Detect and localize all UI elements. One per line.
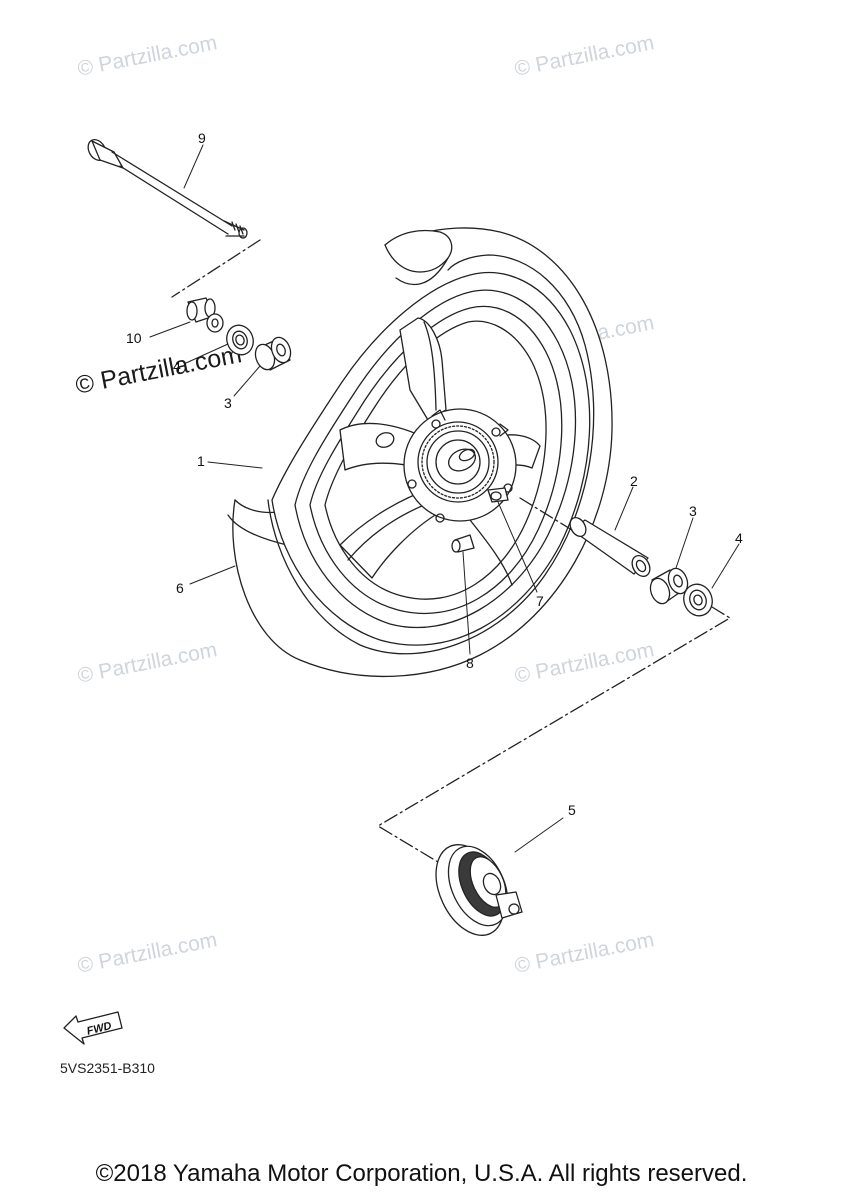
callout-labels: 1 2 3 3 4 4 5 6 7 8 9 10: [126, 130, 743, 818]
callout-8: 8: [466, 655, 474, 671]
diagram-code: 5VS2351-B310: [60, 1060, 155, 1076]
fwd-label: FWD: [86, 1020, 113, 1038]
axle-shaft-part: [87, 139, 248, 239]
spacer-collar-part: [569, 517, 651, 577]
assembly-centerline: [377, 606, 731, 863]
callout-1: 1: [197, 453, 205, 469]
right-oil-seal-part: [683, 583, 713, 617]
assembly-centerline: [171, 239, 261, 298]
speedometer-gear-unit-part: [435, 844, 523, 936]
left-oil-seal-part: [226, 324, 254, 356]
leader-lines: [149, 144, 740, 853]
valve-stem-part: [451, 534, 475, 553]
forward-arrow-icon: FWD: [63, 1011, 123, 1045]
callout-7: 7: [536, 593, 544, 609]
wheel-rim-part: [271, 271, 591, 646]
left-bearing-part: [254, 336, 292, 371]
callout-10: 10: [126, 330, 142, 346]
callout-4: 4: [173, 358, 181, 374]
callout-6: 6: [176, 580, 184, 596]
callout-3: 3: [689, 503, 697, 519]
callout-2: 2: [630, 473, 638, 489]
collar-part: [186, 297, 224, 333]
callout-5: 5: [568, 802, 576, 818]
callout-3: 3: [224, 395, 232, 411]
callout-9: 9: [198, 130, 206, 146]
callout-4: 4: [735, 530, 743, 546]
copyright-notice: ©2018 Yamaha Motor Corporation, U.S.A. A…: [95, 1160, 748, 1187]
balance-weight-part: [487, 487, 509, 503]
assembly-centerline: [519, 497, 573, 531]
right-bearing-part: [649, 567, 689, 605]
